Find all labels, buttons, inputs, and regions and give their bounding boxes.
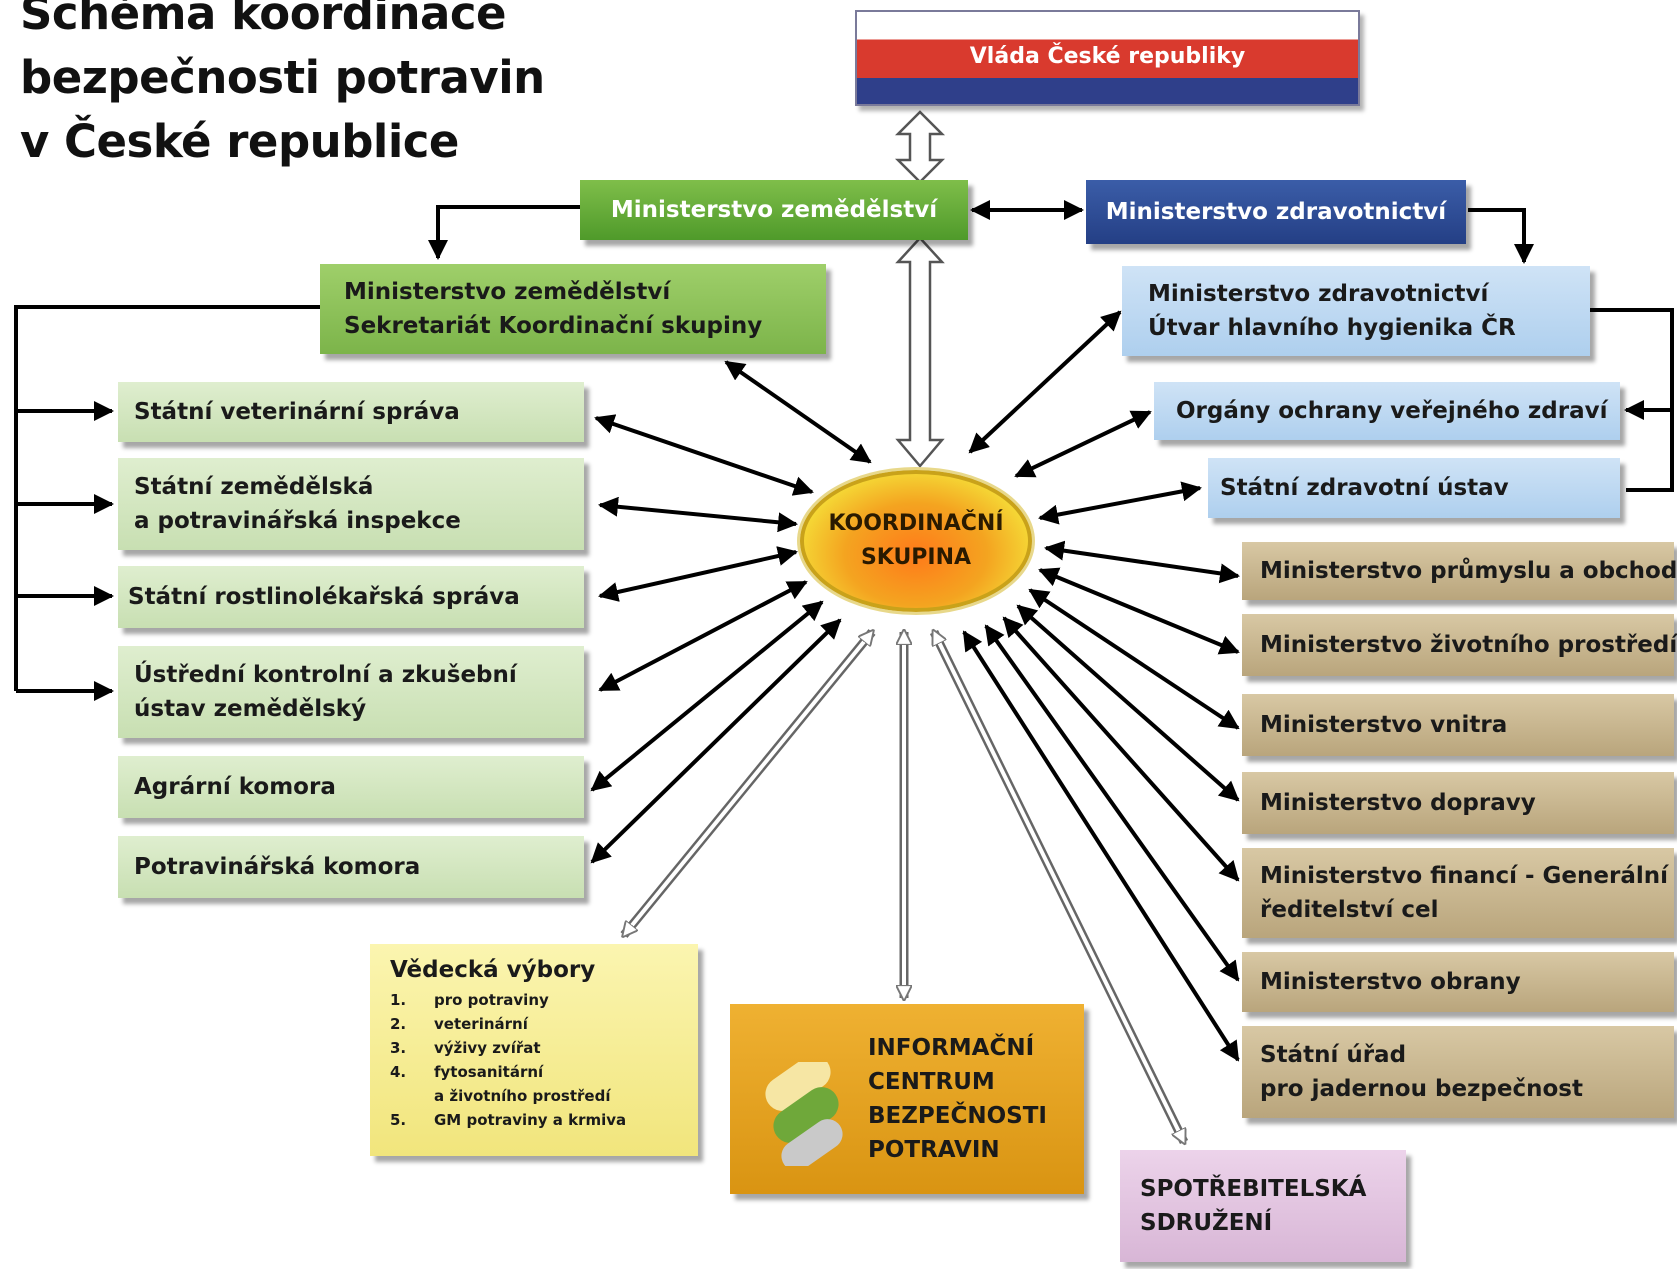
agri-secretariat-line-2: Sekretariát Koordinační skupiny [344,313,763,339]
ministry-agriculture-label: Ministerstvo zemědělství [610,197,938,223]
consumer-associations-box: SPOTŘEBITELSKÁ SDRUŽENÍ [1120,1150,1406,1262]
right-box-finance-customs: Ministerstvo financí - Generální ředitel… [1242,848,1674,938]
information-center-box: INFORMAČNÍ CENTRUM BEZPEČNOSTI POTRAVIN [730,1004,1084,1194]
right-box-industry-trade-label: Ministerstvo průmyslu a obchodu [1260,558,1677,584]
list-item: 5.GM potraviny a krmiva [390,1111,627,1129]
government-label: Vláda České republiky [969,44,1246,69]
title-line-3: v České republice [20,115,459,168]
list-item: a životního prostředí [434,1087,611,1105]
scientific-committees-list: 1.pro potraviny 2.veterinární 3.výživy z… [390,988,690,1132]
information-center-logo-icon [765,1062,843,1166]
government-box: Vláda České republiky [855,10,1360,106]
scientific-committees-box: Vědecká výbory 1.pro potraviny 2.veterin… [370,944,698,1156]
agri-center-arrow [895,236,945,468]
consumer-associations-line-2: SDRUŽENÍ [1140,1210,1273,1236]
right-box-industry-trade: Ministerstvo průmyslu a obchodu [1242,542,1677,600]
left-box-phytosanitary-label: Státní rostlinolékařská správa [128,584,520,610]
list-item: 4.fytosanitární [390,1063,544,1081]
gov-link-arrow [894,110,946,184]
left-box-inspection-line-1: Státní zemědělská [134,474,374,500]
scientific-committees-title: Vědecká výbory [390,957,596,983]
right-box-environment-label: Ministerstvo životního prostředí [1260,632,1677,658]
right-box-nuclear-safety-line-2: pro jadernou bezpečnost [1260,1076,1583,1102]
title-line-2: bezpečnosti potravin [20,51,545,104]
left-box-control-institute-line-1: Ústřední kontrolní a zkušební [134,662,517,688]
agri-secretariat-line-1: Ministerstvo zemědělství [344,279,671,305]
information-center-line-3: BEZPEČNOSTI [868,1103,1047,1129]
right-box-nuclear-safety: Státní úřad pro jadernou bezpečnost [1242,1026,1674,1118]
left-box-inspection: Státní zemědělská a potravinářská inspek… [118,458,584,550]
health-box-public-protection: Orgány ochrany veřejného zdraví [1154,382,1620,440]
health-hygienist-line-1: Ministerstvo zdravotnictví [1148,281,1489,307]
left-box-veterinary-label: Státní veterinární správa [134,399,460,425]
health-hygienist-box: Ministerstvo zdravotnictví Útvar hlavníh… [1122,266,1590,356]
left-box-inspection-line-2: a potravinářská inspekce [134,508,461,534]
health-box-public-protection-label: Orgány ochrany veřejného zdraví [1176,398,1608,424]
right-box-transport-label: Ministerstvo dopravy [1260,790,1536,816]
ministry-health-box: Ministerstvo zdravotnictví [1086,180,1466,244]
left-box-control-institute-line-2: ústav zemědělský [134,696,367,722]
coordination-group-line-1: KOORDINAČNÍ [828,511,1004,536]
left-box-phytosanitary: Státní rostlinolékařská správa [118,566,584,628]
left-box-agrarian-chamber-label: Agrární komora [134,774,336,800]
right-box-finance-customs-line-2: ředitelství cel [1260,897,1439,923]
hollow-spokes [620,632,1189,1142]
list-item: 3.výživy zvířat [390,1039,541,1057]
left-box-veterinary: Státní veterinární správa [118,382,584,442]
right-box-transport: Ministerstvo dopravy [1242,772,1674,834]
left-box-food-chamber-label: Potravinářská komora [134,854,421,880]
health-box-institute: Státní zdravotní ústav [1208,458,1620,518]
left-bracket [14,305,320,701]
list-item: 2.veterinární [390,1015,528,1033]
health-to-hygienist-line [1468,208,1534,264]
health-hygienist-line-2: Útvar hlavního hygienika ČR [1148,315,1516,341]
ministry-health-label: Ministerstvo zdravotnictví [1105,199,1447,225]
right-box-defence-label: Ministerstvo obrany [1260,969,1521,995]
right-box-environment: Ministerstvo životního prostředí [1242,614,1677,676]
ministry-agriculture-box: Ministerstvo zemědělství [580,180,968,240]
information-center-line-4: POTRAVIN [868,1137,1000,1163]
right-box-finance-customs-line-1: Ministerstvo financí - Generální [1260,863,1668,889]
diagram-title: Schéma koordinace bezpečnosti potravin v… [20,0,640,174]
title-line-1: Schéma koordinace [20,0,507,40]
left-box-agrarian-chamber: Agrární komora [118,756,584,818]
health-box-institute-label: Státní zdravotní ústav [1220,475,1509,501]
right-bracket [1590,308,1674,492]
coordination-group-line-2: SKUPINA [860,545,972,570]
right-box-interior: Ministerstvo vnitra [1242,694,1674,756]
information-center-line-2: CENTRUM [868,1069,995,1095]
agri-to-secretariat-line [428,205,580,260]
right-box-interior-label: Ministerstvo vnitra [1260,712,1508,738]
list-item: 1.pro potraviny [390,991,549,1009]
consumer-associations-line-1: SPOTŘEBITELSKÁ [1140,1176,1367,1202]
right-box-nuclear-safety-line-1: Státní úřad [1260,1042,1407,1068]
agri-secretariat-box: Ministerstvo zemědělství Sekretariát Koo… [320,264,826,354]
right-box-defence: Ministerstvo obrany [1242,952,1674,1012]
information-center-line-1: INFORMAČNÍ [868,1035,1035,1061]
coordination-group-ellipse: KOORDINAČNÍ SKUPINA [800,470,1032,612]
left-box-food-chamber: Potravinářská komora [118,836,584,898]
left-box-control-institute: Ústřední kontrolní a zkušební ústav země… [118,646,584,738]
